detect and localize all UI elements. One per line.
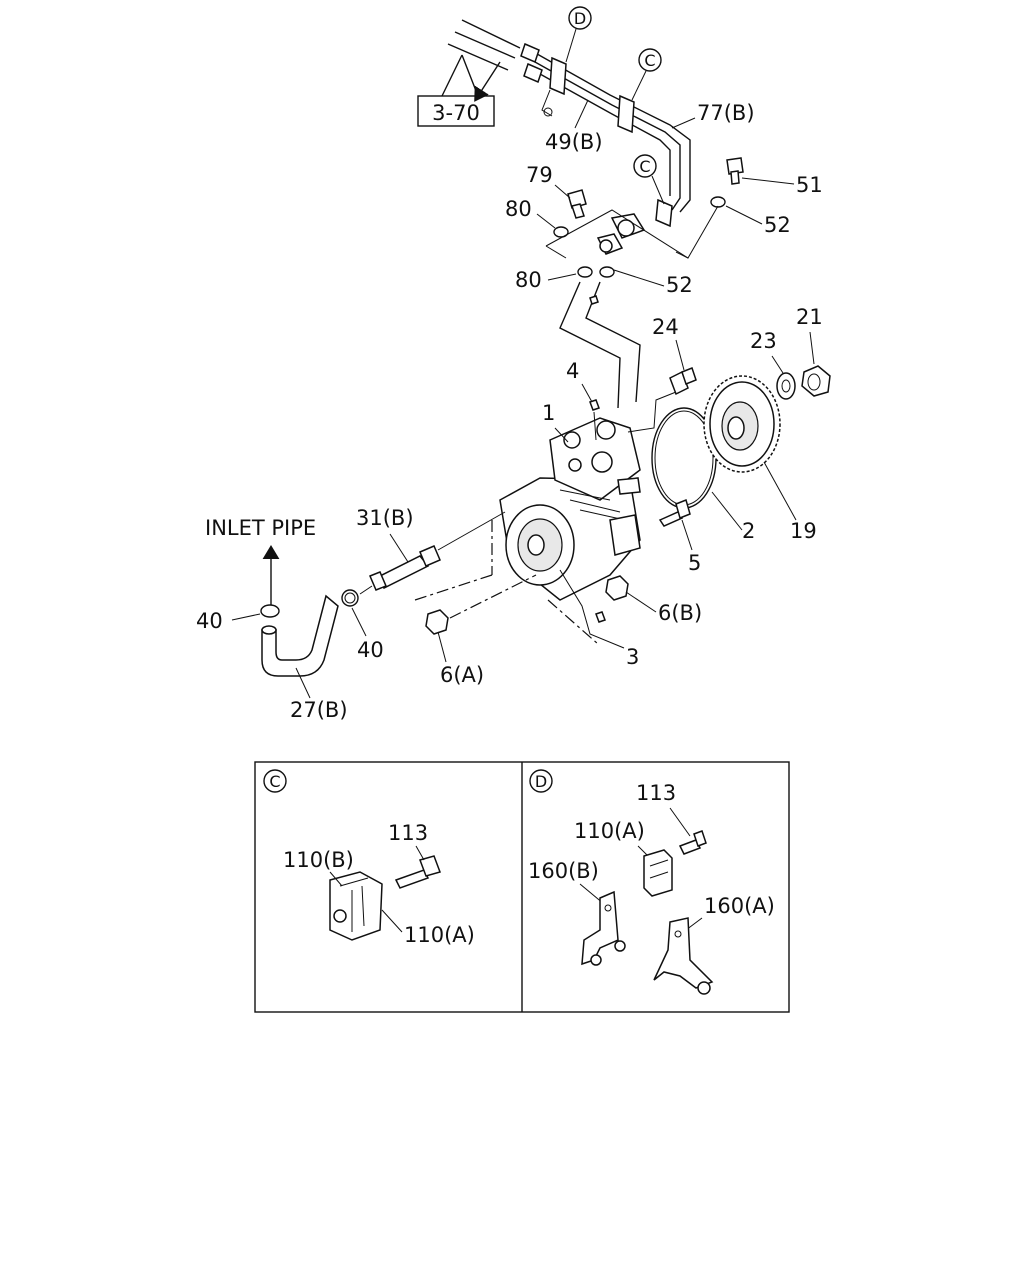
- label-49b: 49(B): [545, 130, 603, 154]
- bolt-79: [567, 189, 587, 219]
- detail-d: D 113 110(A) 160(B) 160(A): [528, 769, 775, 995]
- label-52-bot: 52: [666, 273, 693, 297]
- fitting-31b: [369, 545, 441, 591]
- ref-3-70-frame: [417, 95, 495, 127]
- svg-text:D: D: [574, 9, 586, 28]
- key-3: [595, 611, 606, 623]
- bolt-24: [669, 367, 697, 396]
- washer-23: [776, 372, 796, 400]
- gear-19: [703, 375, 781, 473]
- label-40-right: 40: [357, 638, 384, 662]
- label-79: 79: [526, 163, 553, 187]
- svg-text:C: C: [644, 51, 655, 70]
- detail-boxes: [254, 761, 790, 1013]
- bolt-5: [658, 498, 691, 527]
- detail-c-110b: 110(B): [283, 848, 354, 872]
- injection-pump: [499, 417, 641, 601]
- ref-3-70-label: 3-70: [432, 101, 480, 125]
- detail-c: C 113 110(B) 110(A): [263, 769, 475, 947]
- label-40-left: 40: [196, 609, 223, 633]
- label-24: 24: [652, 315, 679, 339]
- detail-d-circle: D: [535, 772, 547, 791]
- washer-52-bot: [599, 266, 615, 278]
- bolt-51: [726, 157, 744, 185]
- label-6a: 6(A): [440, 663, 484, 687]
- label-80-top: 80: [505, 197, 532, 221]
- circle-c-mid: C: [633, 154, 665, 205]
- detail-c-110a: 110(A): [404, 923, 475, 947]
- clamp-40-left: [260, 604, 280, 618]
- label-77b: 77(B): [697, 101, 755, 125]
- washer-52-top: [710, 196, 726, 208]
- svg-text:C: C: [639, 157, 650, 176]
- detail-d-160b: 160(B): [528, 859, 599, 883]
- nut-6b: [605, 575, 629, 601]
- nut-21: [801, 365, 831, 397]
- detail-c-circle: C: [269, 772, 280, 791]
- label-31b: 31(B): [356, 506, 414, 530]
- label-80-bot: 80: [515, 268, 542, 292]
- label-5: 5: [688, 551, 701, 575]
- clamp-40-right: [341, 589, 359, 607]
- detail-d-113: 113: [636, 781, 676, 805]
- circle-c-top: C: [631, 48, 662, 101]
- label-6b: 6(B): [658, 601, 702, 625]
- label-27b: 27(B): [290, 698, 348, 722]
- label-2: 2: [742, 519, 755, 543]
- circle-d-top: D: [565, 6, 592, 63]
- nut-6a: [425, 609, 449, 635]
- detail-c-113: 113: [388, 821, 428, 845]
- label-4: 4: [566, 359, 579, 383]
- washer-80-top: [553, 226, 569, 238]
- detail-d-110a: 110(A): [574, 819, 645, 843]
- label-52-top: 52: [764, 213, 791, 237]
- label-51: 51: [796, 173, 823, 197]
- washer-80-bot: [577, 266, 593, 278]
- reference-box: 3-70: [417, 54, 501, 127]
- label-1: 1: [542, 401, 555, 425]
- label-23: 23: [750, 329, 777, 353]
- label-19: 19: [790, 519, 817, 543]
- label-21: 21: [796, 305, 823, 329]
- hose-27b: [261, 594, 339, 677]
- key-4: [589, 295, 599, 305]
- detail-d-160a: 160(A): [704, 894, 775, 918]
- label-inlet-pipe: INLET PIPE: [205, 516, 316, 540]
- label-3: 3: [626, 645, 639, 669]
